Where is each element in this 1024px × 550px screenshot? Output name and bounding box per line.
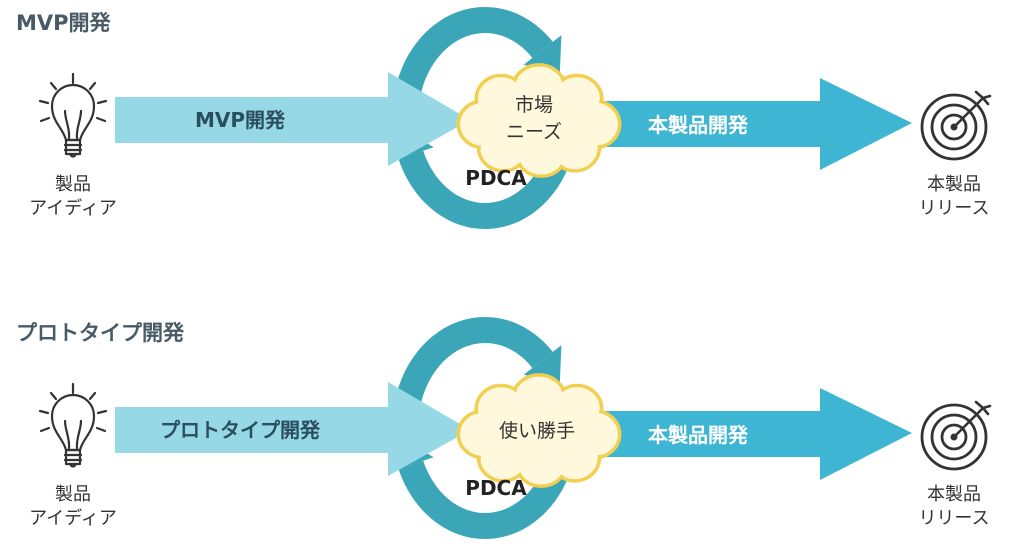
bulb-ray-2: [49, 81, 58, 91]
bulb-glass: [50, 83, 96, 142]
bulb-filament: [63, 419, 83, 450]
bulb-ray-3: [88, 81, 97, 91]
bulb-ray-3: [88, 391, 97, 401]
cycle-arrow-bottom-band: [398, 150, 569, 229]
cloud-shape: [456, 373, 622, 488]
cycle-label: PDCA: [465, 166, 527, 190]
bulb-base: [64, 138, 82, 156]
bulb-glass: [50, 393, 96, 452]
bulb-base-ridges: [63, 143, 83, 152]
light-bulb-icon: [38, 382, 108, 468]
first-phase-arrow-label: プロトタイプ開発: [160, 418, 321, 442]
bulb-ray-6: [39, 116, 51, 123]
bulb-filament: [63, 109, 83, 140]
cloud-shape: [456, 63, 622, 178]
end-label-line-1: 本製品: [927, 174, 981, 195]
bulb-base: [64, 448, 82, 466]
target-middle-ring: [930, 103, 978, 151]
cycle-label: PDCA: [465, 476, 527, 500]
second-phase-arrow-label: 本製品開発: [648, 113, 749, 137]
target-outer-ring: [920, 93, 988, 161]
cloud-label: 使い勝手: [499, 420, 575, 442]
bulb-ray-5: [96, 409, 108, 415]
target-outer-ring: [920, 403, 988, 471]
end-label-line-1: 本製品: [927, 484, 981, 505]
first-phase-arrow: [115, 382, 470, 476]
section-title: プロトタイプ開発: [16, 321, 185, 345]
cloud-core: [487, 404, 591, 460]
target-arrow-fletching: [974, 400, 992, 416]
bulb-ray-5: [96, 99, 108, 105]
cycle-arrow-top-head: [523, 35, 562, 72]
bulb-ray-4: [38, 99, 50, 105]
end-label-line-2: リリース: [918, 508, 989, 529]
bulb-ray-7: [95, 426, 107, 433]
target-icon: [920, 90, 992, 161]
cycle-arrow-top-band: [392, 317, 553, 442]
cloud-label-line-1: 市場: [515, 94, 553, 116]
target-inner-ring: [940, 423, 968, 451]
first-phase-arrow-label: MVP開発: [195, 108, 286, 132]
second-phase-arrow: [560, 388, 912, 480]
second-phase-arrow-label: 本製品開発: [648, 423, 749, 447]
target-middle-ring: [930, 413, 978, 461]
target-arrow-shaft: [954, 406, 985, 437]
target-inner-ring: [940, 113, 968, 141]
light-bulb-icon: [38, 72, 108, 158]
target-icon: [920, 400, 992, 471]
cycle-arrow-bottom-band: [398, 460, 569, 539]
bulb-tip: [68, 462, 78, 468]
bulb-base-ridges: [63, 453, 83, 462]
start-label-line-1: 製品: [55, 484, 91, 505]
bulb-ray-4: [38, 409, 50, 415]
section-title: MVP開発: [16, 11, 112, 35]
end-label-line-2: リリース: [918, 198, 989, 219]
first-phase-arrow: [115, 72, 470, 166]
cloud-label-line-2: ニーズ: [506, 121, 562, 143]
start-label-line-1: 製品: [55, 174, 91, 195]
target-arrow-fletching: [974, 90, 992, 106]
second-phase-arrow: [560, 78, 912, 170]
start-label-line-2: アイディア: [29, 508, 117, 529]
start-label-line-2: アイディア: [29, 198, 117, 219]
cycle-arrow-top-band: [392, 7, 553, 132]
cloud-core: [487, 94, 591, 150]
target-arrow-shaft: [954, 96, 985, 127]
bulb-ray-6: [39, 426, 51, 433]
cycle-arrow-top-head: [523, 345, 562, 382]
bulb-tip: [68, 152, 78, 158]
bulb-ray-2: [49, 391, 58, 401]
bulb-ray-7: [95, 116, 107, 123]
